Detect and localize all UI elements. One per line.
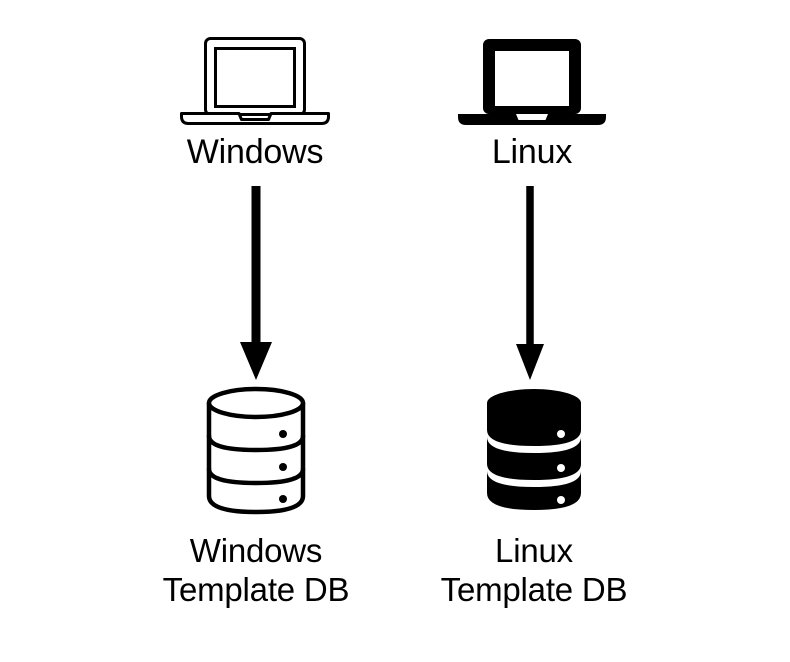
arrow-linux-to-db — [516, 186, 544, 380]
arrow-windows-to-db — [240, 186, 272, 380]
laptop-icon — [180, 37, 330, 125]
laptop-icon — [458, 39, 606, 125]
source-label-windows: Windows — [186, 133, 324, 171]
source-label-linux: Linux — [491, 133, 573, 171]
node-windows-source — [175, 30, 335, 130]
target-label-linux-template-db: Linux Template DB — [440, 532, 628, 608]
node-linux-source — [452, 30, 612, 130]
database-cylinder-icon — [206, 386, 306, 515]
database-cylinder-icon — [487, 389, 581, 510]
node-linux-db — [478, 386, 590, 521]
node-windows-db — [200, 386, 312, 521]
target-label-windows-template-db: Windows Template DB — [162, 532, 350, 608]
